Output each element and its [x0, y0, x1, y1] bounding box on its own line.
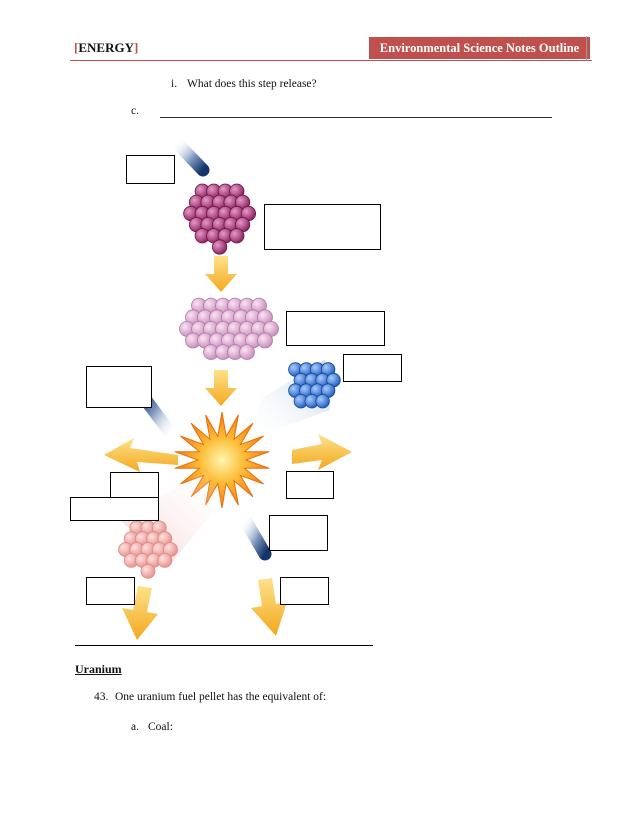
nucleon	[229, 228, 245, 244]
nucleon	[239, 344, 255, 361]
label-box-blue-product[interactable]	[343, 354, 402, 382]
incoming-neutron-icon	[169, 135, 210, 177]
nucleon	[257, 332, 273, 349]
outline-item-c-marker: c.	[131, 105, 139, 117]
outline-item-i-marker: i.	[171, 78, 178, 90]
label-box-incoming-neutron[interactable]	[126, 155, 175, 184]
section-divider	[75, 645, 373, 646]
fission-diagram	[104, 135, 352, 640]
label-box-neutron-left[interactable]	[86, 366, 152, 408]
label-box-neutron-bottom[interactable]	[280, 577, 329, 605]
header-section-label: [ENERGY]	[74, 40, 139, 55]
question-43-number: 43.	[94, 691, 109, 703]
energy-arrow-right-icon	[292, 434, 352, 470]
nucleon	[212, 239, 228, 255]
product-nucleus-blue-icon	[288, 362, 341, 409]
header-rule	[70, 60, 592, 61]
label-box-energy-left[interactable]	[110, 472, 159, 500]
down-arrow-left-icon	[122, 586, 158, 640]
outline-item-i-text: What does this step release?	[187, 78, 317, 90]
label-box-pink-product[interactable]	[86, 577, 135, 605]
energy-burst-icon	[174, 411, 270, 509]
blank-answer-line	[160, 117, 552, 118]
header-title-banner: Environmental Science Notes Outline	[369, 37, 590, 59]
nucleon	[140, 563, 156, 579]
excited-nucleus-icon	[179, 297, 279, 361]
down-arrow-icon	[205, 256, 237, 292]
target-nucleus-icon	[183, 183, 256, 255]
burst-shape	[174, 411, 270, 509]
answer-a-text: Coal:	[148, 721, 173, 733]
header-tick	[586, 36, 587, 60]
down-arrow-icon	[205, 370, 237, 406]
label-box-excited-nucleus[interactable]	[286, 311, 385, 346]
product-nucleus-pink-icon	[118, 520, 178, 579]
neutron-lower-icon	[237, 511, 272, 561]
nucleon	[157, 553, 173, 568]
label-box-energy-right[interactable]	[286, 471, 334, 499]
section-heading-uranium: Uranium	[75, 662, 122, 676]
down-arrow-right-icon	[251, 578, 287, 636]
label-box-neutron-lower[interactable]	[269, 515, 328, 551]
label-box-energy-wide[interactable]	[70, 497, 159, 521]
label-box-target-nucleus[interactable]	[264, 204, 381, 250]
energy-arrow-left-icon	[104, 438, 178, 472]
nucleon	[315, 394, 330, 409]
question-43-text: One uranium fuel pellet has the equivale…	[115, 691, 327, 703]
answer-a-marker: a.	[131, 721, 139, 733]
